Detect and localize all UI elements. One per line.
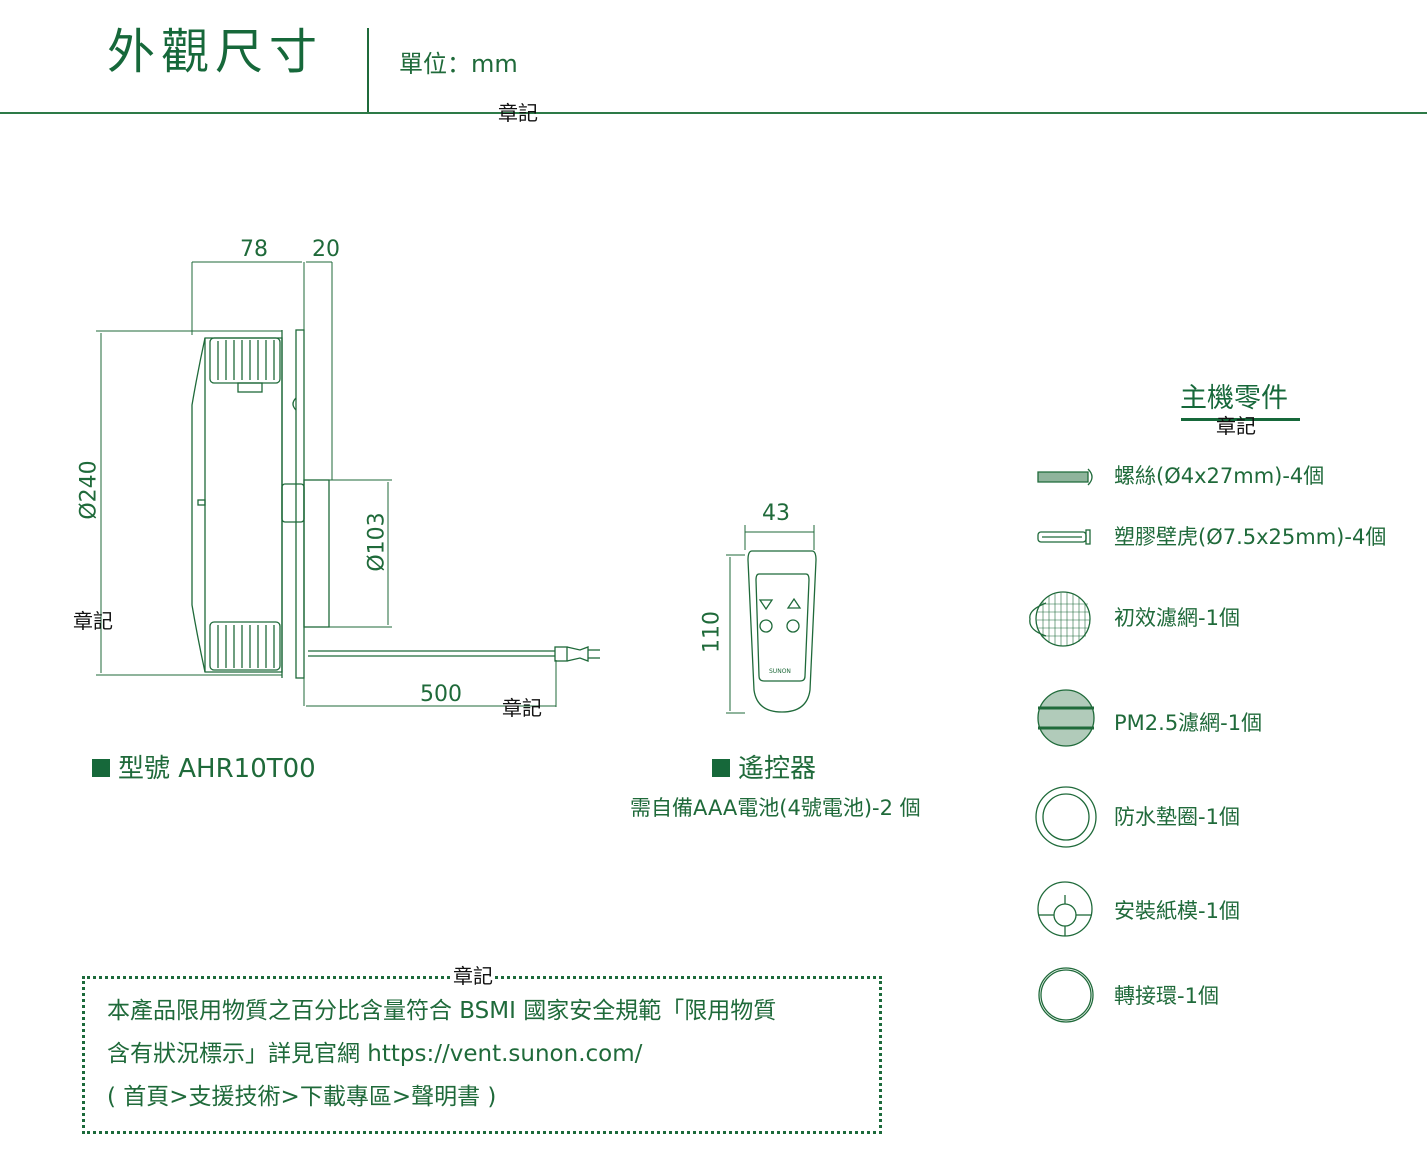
remote-body: [747, 550, 817, 713]
vent-tab: [237, 382, 263, 393]
remote-caption-text: 遙控器: [738, 754, 817, 784]
page-title: 外觀尺寸: [107, 24, 324, 80]
dim-label-cord-length: 500: [420, 682, 462, 707]
remote-note: 需自備AAA電池(4號電池)-2 個: [630, 796, 921, 820]
duct-body: [303, 479, 330, 628]
stamp-mark: 章記: [1216, 414, 1256, 438]
dim-label-diameter-duct: Ø103: [364, 512, 390, 572]
stamp-mark: 章記: [502, 696, 542, 720]
wall-anchor-icon: [1037, 529, 1091, 545]
part-item-pm25-filter: PM2.5濾網-1個: [1114, 711, 1263, 735]
dim-label-diameter-body: Ø240: [76, 460, 102, 520]
install-template-icon: [1037, 881, 1093, 937]
mode-button-icon: [759, 619, 773, 633]
part-item-wall-anchor: 塑膠壁虎(Ø7.5x25mm)-4個: [1114, 525, 1387, 549]
plug-body: [554, 646, 568, 662]
header-divider: [367, 28, 369, 114]
part-item-gasket: 防水墊圈-1個: [1114, 805, 1240, 829]
part-item-screw: 螺絲(Ø4x27mm)-4個: [1114, 464, 1325, 488]
remote-caption: 遙控器: [712, 752, 816, 786]
model-caption-text: 型號 AHR10T00: [118, 754, 316, 784]
remote-brand: SUNON: [769, 668, 791, 675]
notice-line-3: ( 首頁>支援技術>下載專區>聲明書 ): [107, 1084, 497, 1110]
pm25-filter-icon: [1037, 689, 1095, 747]
vent-bottom: [209, 621, 281, 671]
stamp-mark: 章記: [73, 609, 113, 633]
part-item-template: 安裝紙模-1個: [1114, 899, 1240, 923]
notice-line-1: 本產品限用物質之百分比含量符合 BSMI 國家安全規範「限用物質: [107, 998, 777, 1024]
dim-label-depth-body: 78: [240, 237, 268, 262]
bullet-square-icon: [92, 758, 110, 777]
dim-label-remote-width: 43: [762, 501, 790, 526]
header-rule: [0, 112, 1427, 114]
notice-line-2: 含有狀況標示」詳見官網 https://vent.sunon.com/: [107, 1041, 643, 1067]
waterproof-gasket-icon: [1035, 786, 1097, 848]
vent-top: [209, 337, 281, 384]
dim-label-depth-front: 20: [312, 237, 340, 262]
primary-filter-icon: [1029, 591, 1091, 647]
front-plate: [295, 329, 305, 679]
main-unit-side-view: [96, 261, 600, 707]
bullet-square-icon: [712, 758, 730, 777]
model-caption: 型號 AHR10T00: [92, 752, 316, 786]
dim-label-remote-height: 110: [699, 611, 725, 653]
remote-panel: [755, 573, 810, 682]
down-button-icon: [758, 599, 774, 611]
unit-label: 單位：mm: [399, 50, 518, 78]
part-item-adapter-ring: 轉接環-1個: [1114, 984, 1219, 1008]
duct-knob: [281, 483, 305, 523]
stamp-mark: 章記: [498, 101, 538, 125]
parts-title: 主機零件: [1180, 383, 1288, 414]
up-button-icon: [786, 597, 802, 609]
power-button-icon: [786, 619, 800, 633]
switch-mark: [197, 499, 206, 506]
parts-title-underline: [1181, 418, 1300, 421]
adapter-ring-icon: [1038, 967, 1094, 1023]
part-item-primary-filter: 初效濾網-1個: [1114, 606, 1240, 630]
remote-drawing: [726, 525, 817, 714]
stamp-mark: 章記: [453, 964, 493, 988]
screw-icon: [1037, 468, 1093, 486]
